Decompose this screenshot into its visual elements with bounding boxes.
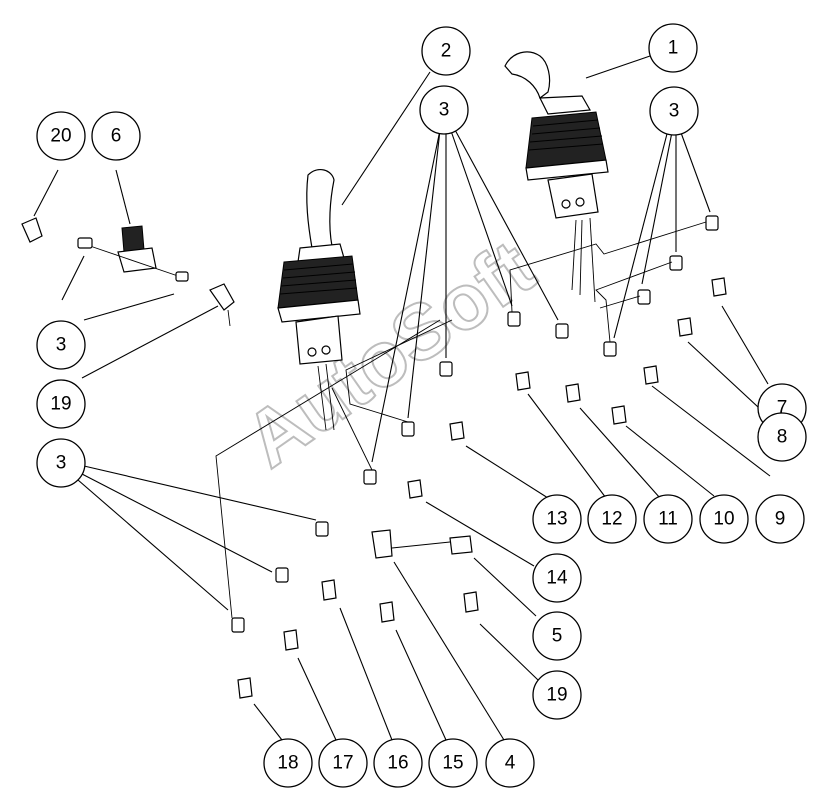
watermark: AutoSoft — [229, 223, 549, 484]
callout-3: 3 — [36, 320, 86, 370]
svg-text:1: 1 — [668, 38, 679, 59]
svg-text:9: 9 — [775, 509, 786, 530]
hex-fittings — [231, 215, 719, 633]
svg-text:19: 19 — [546, 685, 567, 706]
callout-5: 5 — [532, 611, 582, 661]
svg-text:5: 5 — [552, 626, 563, 647]
callout-3: 3 — [36, 438, 86, 488]
svg-text:18: 18 — [277, 753, 298, 774]
svg-text:10: 10 — [713, 509, 734, 530]
valve-6 — [89, 225, 179, 277]
svg-text:4: 4 — [505, 753, 516, 774]
callout-11: 11 — [643, 494, 693, 544]
callout-20: 20 — [36, 111, 86, 161]
callout-6: 6 — [91, 111, 141, 161]
leader-lines — [33, 55, 773, 741]
svg-text:11: 11 — [658, 509, 678, 530]
svg-text:19: 19 — [50, 394, 71, 415]
svg-text:20: 20 — [50, 126, 71, 147]
svg-text:14: 14 — [546, 568, 568, 589]
callout-14: 14 — [532, 553, 582, 603]
fittings-left — [21, 217, 235, 327]
callout-10: 10 — [699, 494, 749, 544]
callout-19: 19 — [532, 670, 582, 720]
svg-text:12: 12 — [601, 509, 622, 530]
callout-15: 15 — [428, 738, 478, 788]
joystick-1 — [504, 51, 609, 303]
callout-8: 8 — [757, 412, 807, 462]
svg-text:2: 2 — [441, 41, 452, 62]
callout-2: 2 — [421, 26, 471, 76]
svg-text:3: 3 — [669, 101, 680, 122]
svg-text:3: 3 — [56, 335, 67, 356]
callout-3: 3 — [419, 85, 469, 135]
svg-text:7: 7 — [777, 398, 788, 419]
joystick-2 — [277, 168, 361, 431]
callout-3: 3 — [649, 86, 699, 136]
callout-16: 16 — [373, 738, 423, 788]
svg-text:15: 15 — [442, 753, 463, 774]
hose-fittings — [237, 277, 727, 699]
svg-text:6: 6 — [111, 126, 122, 147]
svg-text:17: 17 — [332, 753, 353, 774]
callout-9: 9 — [755, 494, 805, 544]
callout-1: 1 — [648, 23, 698, 73]
svg-text:8: 8 — [777, 427, 788, 448]
svg-text:13: 13 — [546, 509, 567, 530]
callout-4: 4 — [485, 738, 535, 788]
callout-19: 19 — [36, 379, 86, 429]
callout-17: 17 — [318, 738, 368, 788]
svg-text:16: 16 — [387, 753, 408, 774]
callout-12: 12 — [587, 494, 637, 544]
routing-lines — [215, 221, 707, 619]
svg-text:3: 3 — [56, 453, 67, 474]
callout-13: 13 — [532, 494, 582, 544]
callout-18: 18 — [263, 738, 313, 788]
svg-text:3: 3 — [439, 100, 450, 121]
